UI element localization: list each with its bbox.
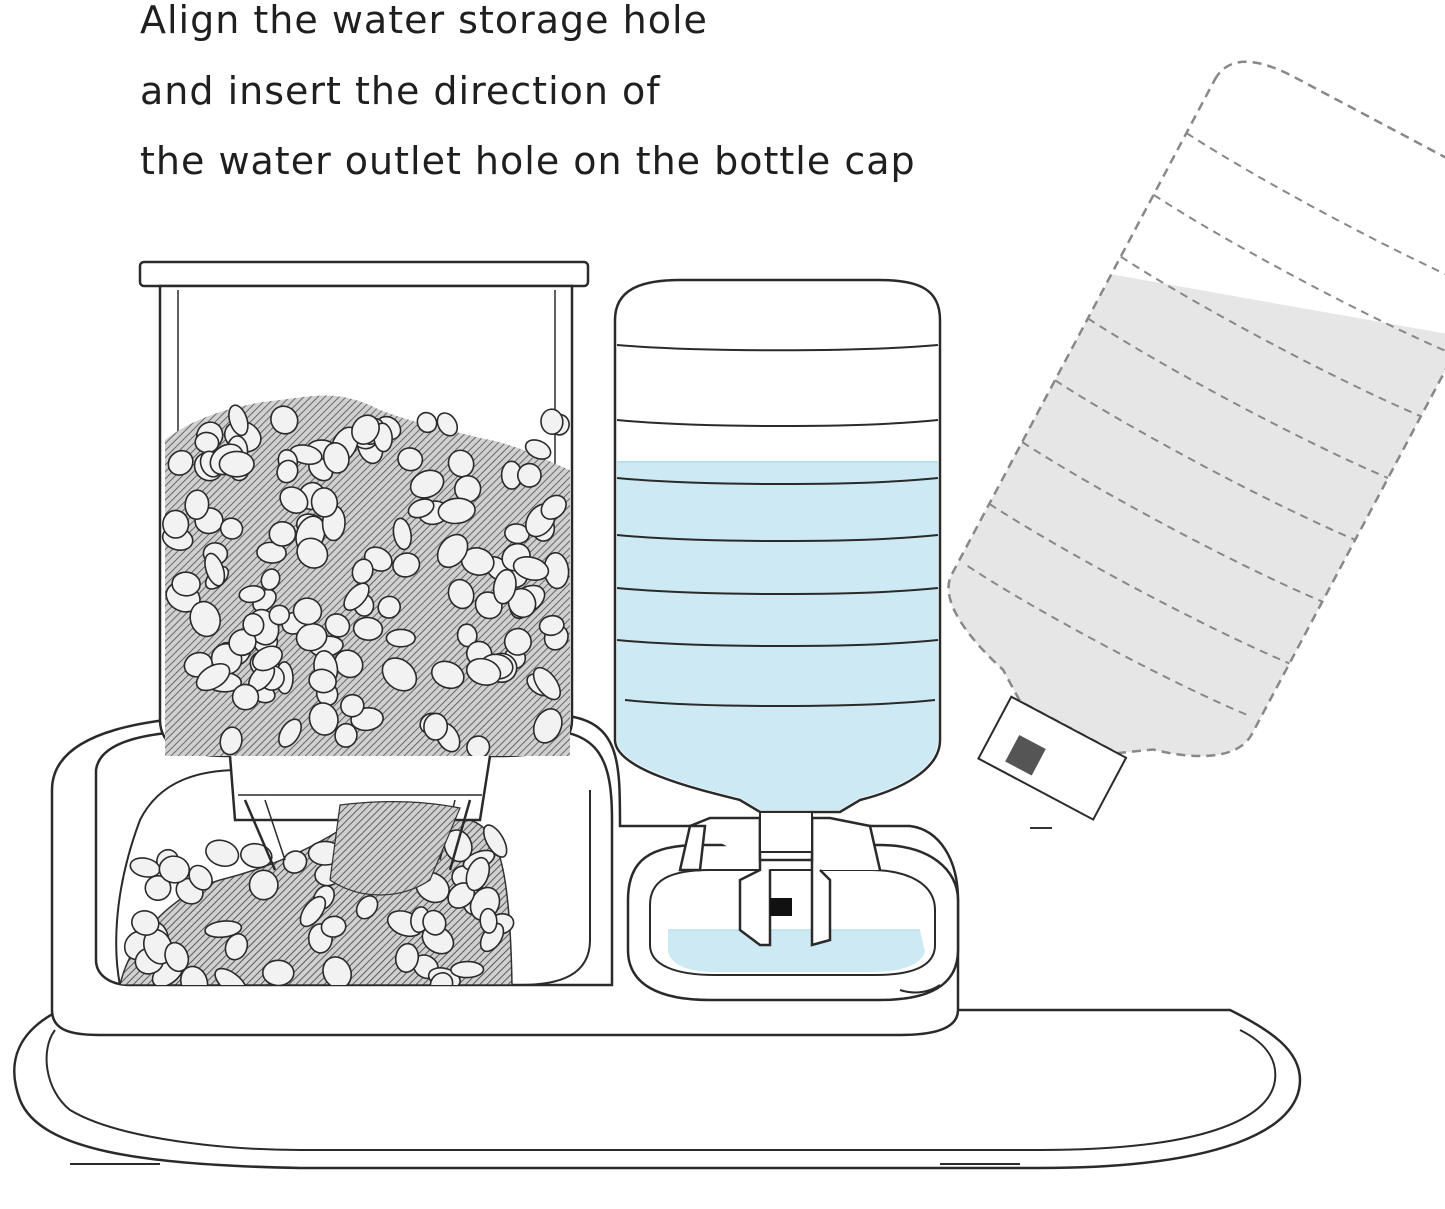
water-bottle-icon [615,280,940,852]
kibble-pellet [269,521,296,546]
water-outlet-hole-icon [770,898,792,916]
kibble-pellet [162,510,189,539]
kibble-pellet [386,629,415,646]
kibble-pellet [451,961,484,978]
kibble-pellet [172,571,201,596]
kibble-pellet [219,451,254,476]
tilted-bottle-icon [881,45,1445,867]
kibble-pellet [263,960,294,986]
hopper-kibble [160,396,573,761]
water-bowl [628,845,958,1000]
